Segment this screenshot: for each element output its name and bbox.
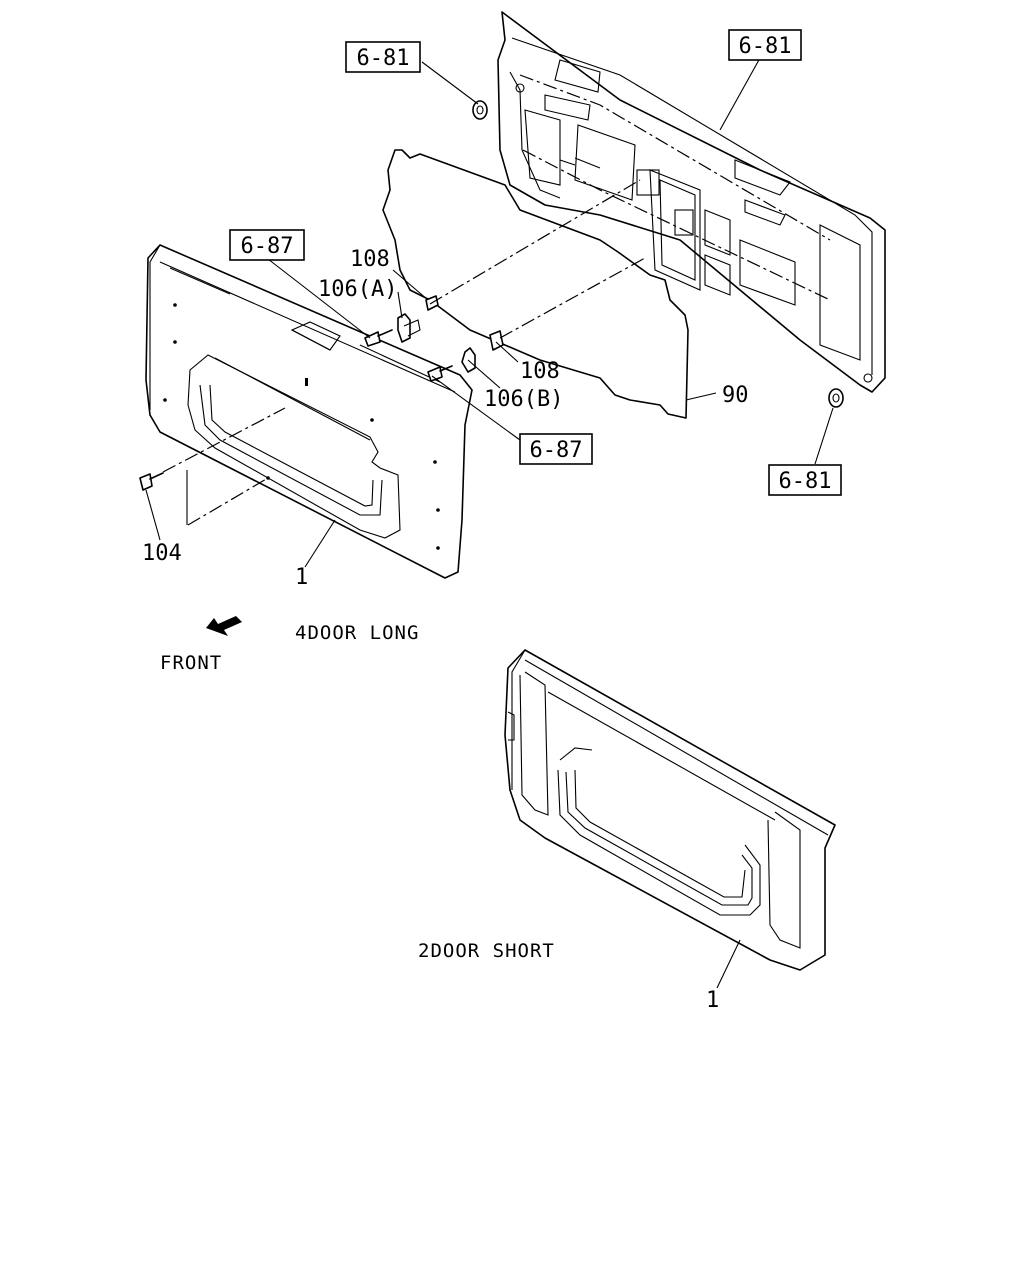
callout-label: 6-81 — [739, 34, 792, 59]
clip-104 — [139, 472, 164, 491]
callout-box-681-top-right: 6-81 — [728, 29, 802, 61]
trim-panel-short — [504, 649, 836, 971]
grommet-6-81-bottom — [828, 388, 844, 408]
trim-panel-long — [145, 244, 473, 579]
callout-label: 6-87 — [530, 438, 583, 463]
part-label-1-long: 1 — [295, 565, 308, 590]
front-direction-arrow-icon — [206, 616, 242, 636]
screw-6-87-lower — [427, 365, 453, 382]
callout-box-681-bottom-right: 6-81 — [768, 464, 842, 496]
part-label-106b: 106(B) — [484, 387, 563, 412]
callout-box-687-upper: 6-87 — [229, 229, 305, 261]
front-label: FRONT — [160, 652, 222, 674]
part-label-90: 90 — [722, 383, 749, 408]
variant-label-long: 4DOOR LONG — [295, 622, 419, 644]
bracket-106a — [397, 313, 421, 343]
tailgate-inner-panel — [497, 11, 886, 393]
callout-label: 6-81 — [779, 469, 832, 494]
callout-label: 6-81 — [357, 46, 410, 71]
leader-lines — [145, 57, 834, 989]
part-label-108-upper: 108 — [350, 247, 390, 272]
waterproof-sheet-90 — [382, 149, 689, 419]
part-label-104: 104 — [142, 541, 182, 566]
callout-box-687-lower: 6-87 — [519, 433, 593, 465]
assembly-lines — [162, 179, 646, 526]
variant-label-short: 2DOOR SHORT — [418, 940, 555, 962]
callout-label: 6-87 — [241, 234, 294, 259]
callout-box-681-top-left: 6-81 — [345, 41, 421, 73]
part-label-1-short: 1 — [706, 988, 719, 1013]
part-label-108-lower: 108 — [520, 359, 560, 384]
part-label-106a: 106(A) — [318, 277, 397, 302]
grommet-6-81-top — [472, 100, 488, 120]
screw-6-87-upper — [364, 329, 393, 347]
